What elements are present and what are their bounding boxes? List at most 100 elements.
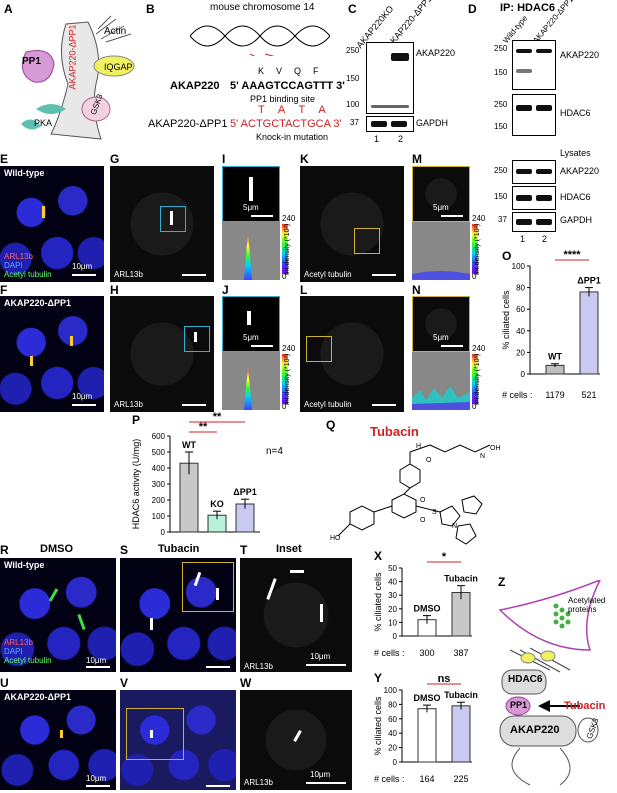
dna-helix bbox=[190, 25, 330, 56]
micrograph-e: Wild-type ARL13b DAPI Acetyl tubulin 10μ… bbox=[0, 166, 104, 282]
m-cmin: 0 bbox=[472, 272, 477, 281]
pp1-label-a: PP1 bbox=[22, 56, 41, 67]
micrograph-k: Acetyl tubulin bbox=[300, 166, 404, 282]
band-d-akap220: AKAP220 bbox=[560, 50, 600, 60]
panel-label-g: G bbox=[110, 152, 120, 166]
pp1-binding-site: PP1 binding site bbox=[250, 94, 316, 104]
chart-Y-tick-label: 100 bbox=[384, 686, 398, 695]
f-title: AKAP220-ΔPP1 bbox=[4, 298, 71, 308]
chart-X-count: 387 bbox=[453, 648, 468, 658]
panel-label-l: L bbox=[300, 283, 308, 297]
mw-d-150: 150 bbox=[494, 68, 508, 77]
micrograph-h: ARL13b bbox=[110, 296, 214, 412]
mw-d-250: 250 bbox=[494, 44, 508, 53]
scale-m: 5μm bbox=[433, 203, 449, 212]
g-caption: ARL13b bbox=[114, 270, 143, 279]
chart-O-count: 521 bbox=[581, 390, 596, 400]
chart-P-tick-label: 500 bbox=[152, 448, 166, 457]
micrograph-r: Wild-type ARL13b DAPI Acetyl tubulin 10μ… bbox=[0, 558, 116, 672]
u-title: AKAP220-ΔPP1 bbox=[4, 692, 71, 702]
wt-sequence: 5' AAAGTCCAGTTT 3' bbox=[230, 80, 345, 92]
inset-n: 5μm bbox=[412, 296, 470, 352]
legend-dapi-r: DAPI bbox=[4, 647, 23, 656]
chart-O-panel-label: O bbox=[502, 249, 511, 263]
panel-label-v: V bbox=[120, 676, 129, 690]
blot-c-akap220 bbox=[366, 42, 414, 114]
panel-label-i: I bbox=[222, 152, 226, 166]
chart-Y-category-label: DMSO bbox=[414, 693, 441, 703]
w-caption: ARL13b bbox=[244, 778, 273, 787]
chart-X-sig: * bbox=[442, 551, 447, 563]
tubacin-structure: OH NOH HO OO SN bbox=[330, 443, 501, 545]
surface-plot-n bbox=[412, 352, 470, 410]
panel-label-q: Q bbox=[326, 418, 336, 432]
chart-P-ylabel: HDAC6 activity (U/mg) bbox=[131, 439, 141, 530]
scale-t: 10μm bbox=[310, 652, 331, 661]
surface-plot-i bbox=[222, 222, 280, 280]
panel-label-r: R bbox=[0, 543, 9, 557]
chart-O-tick-label: 80 bbox=[516, 284, 525, 293]
micrograph-s bbox=[120, 558, 236, 672]
amino-acids: KVQF bbox=[258, 66, 331, 76]
chart-X-tick-label: 30 bbox=[388, 591, 397, 600]
z-hdac6-label: HDAC6 bbox=[508, 674, 543, 685]
akap-dpp1-label-a: AKAP220-ΔPP1 bbox=[67, 24, 78, 90]
scale-i: 5μm bbox=[243, 203, 259, 212]
knockin-label: Knock-in mutation bbox=[256, 132, 329, 142]
r-subtitle: Wild-type bbox=[4, 560, 45, 570]
mw-c-250: 250 bbox=[346, 46, 360, 55]
schematic-z bbox=[498, 580, 601, 786]
chart-O-tick-label: 60 bbox=[516, 305, 525, 314]
mw-c-100: 100 bbox=[346, 100, 360, 109]
panel-label-m: M bbox=[412, 152, 422, 166]
panel-label-c: C bbox=[348, 2, 357, 16]
mw-d-150b: 150 bbox=[494, 122, 508, 131]
chart-P-tick-label: 100 bbox=[152, 512, 166, 521]
panel-label-a: A bbox=[4, 2, 13, 16]
blot-d-hdac6 bbox=[512, 94, 556, 136]
chart-P-category-label: KO bbox=[210, 499, 224, 509]
scale-f: 10μm bbox=[72, 392, 93, 401]
wt-gene-label: AKAP220 bbox=[170, 80, 220, 92]
chart-O-count: 1179 bbox=[545, 390, 564, 400]
chart-O-tick-label: 40 bbox=[516, 327, 525, 336]
m-ylabel: Int.density (*10³) bbox=[474, 223, 482, 276]
band-c-gapdh: GAPDH bbox=[416, 118, 449, 128]
mw-d-150c: 150 bbox=[494, 192, 508, 201]
svg-text:H: H bbox=[416, 443, 421, 450]
chart-Y-tick-label: 60 bbox=[388, 715, 397, 724]
band-d-lys-hdac6: HDAC6 bbox=[560, 192, 591, 202]
chart-O-tick-label: 20 bbox=[516, 348, 525, 357]
legend-arl13b-r: ARL13b bbox=[4, 638, 33, 647]
chart-P-sig: ** bbox=[199, 421, 208, 433]
svg-text:O: O bbox=[420, 517, 426, 524]
legend-actub-r: Acetyl tubulin bbox=[4, 656, 52, 665]
colorbar-j bbox=[282, 354, 288, 404]
colorbar-n bbox=[472, 354, 478, 404]
l-caption: Acetyl tubulin bbox=[304, 400, 352, 409]
mut-sequence: 5' ACTGCTACTGCA 3' bbox=[230, 118, 342, 130]
chart-X-tick-label: 40 bbox=[388, 578, 397, 587]
k-caption: Acetyl tubulin bbox=[304, 270, 352, 279]
svg-text:HO: HO bbox=[330, 535, 341, 542]
mw-c-37: 37 bbox=[350, 118, 359, 127]
chart-O-ylabel: % ciliated cells bbox=[501, 290, 511, 350]
band-d-hdac6: HDAC6 bbox=[560, 108, 591, 118]
panel-label-s: S bbox=[120, 543, 129, 557]
chart-P-tick-label: 600 bbox=[152, 432, 166, 441]
r-title: DMSO bbox=[40, 543, 73, 555]
mw-d-37: 37 bbox=[498, 215, 507, 224]
chart-O-counts-label: # cells : bbox=[502, 390, 533, 400]
chart-X-tick-label: 10 bbox=[388, 618, 397, 627]
actin-label: Actin bbox=[104, 26, 127, 37]
mw-d-250b: 250 bbox=[494, 100, 508, 109]
chart-Y-sig: ns bbox=[438, 673, 451, 685]
pka-label: PKA bbox=[34, 118, 53, 128]
chart-Y-count: 164 bbox=[419, 774, 434, 784]
chart-O-bar bbox=[579, 291, 599, 375]
i-cmin: 0 bbox=[282, 272, 287, 281]
chart-O-tick-label: 0 bbox=[521, 370, 526, 379]
h-caption: ARL13b bbox=[114, 400, 143, 409]
chart-Y-bar bbox=[451, 705, 471, 763]
